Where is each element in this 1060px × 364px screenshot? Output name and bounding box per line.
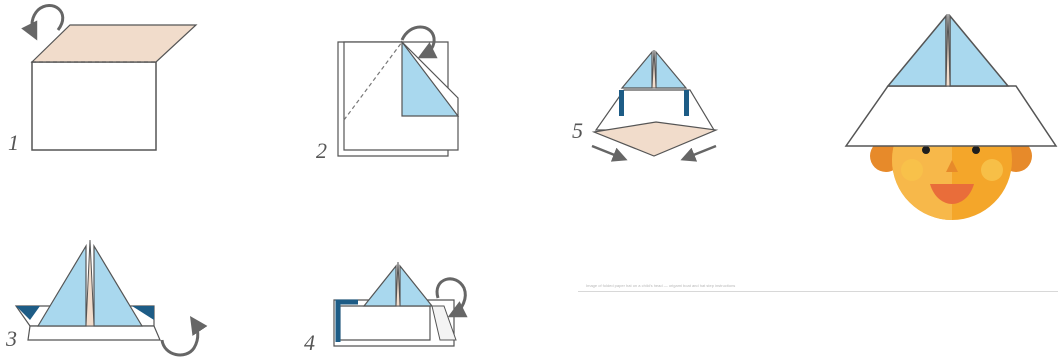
step-5-left-dark-band bbox=[619, 90, 624, 116]
step-4-paper bbox=[340, 306, 430, 340]
hat-left-triangle bbox=[888, 16, 946, 86]
step-3-back-brim bbox=[28, 326, 160, 340]
step-3: 3 bbox=[5, 240, 198, 355]
straight-arrow-icon bbox=[592, 146, 622, 158]
step-4-left-triangle bbox=[364, 266, 396, 306]
child-wearing-hat bbox=[846, 14, 1056, 220]
step-5: 5 bbox=[572, 50, 716, 158]
straight-arrow-icon bbox=[686, 146, 716, 158]
step-4-number: 4 bbox=[304, 330, 315, 355]
step-3-center-strip bbox=[86, 240, 94, 326]
caption-divider bbox=[578, 291, 1058, 292]
step-1-paper bbox=[32, 62, 156, 150]
step-4-right-triangle bbox=[400, 266, 432, 306]
left-eye bbox=[922, 146, 930, 154]
step-3-right-triangle bbox=[94, 246, 142, 326]
hat-right-triangle bbox=[950, 16, 1008, 86]
right-cheek bbox=[981, 159, 1003, 181]
step-1-folded-flap bbox=[32, 25, 196, 62]
curved-arrow-icon bbox=[32, 6, 63, 34]
step-1-number: 1 bbox=[8, 130, 19, 155]
step-5-number: 5 bbox=[572, 118, 583, 143]
step-5-right-dark-band bbox=[684, 90, 689, 116]
hat-brim bbox=[846, 86, 1056, 146]
step-2-number: 2 bbox=[316, 138, 327, 163]
step-5-left-triangle bbox=[622, 52, 652, 88]
step-2: 2 bbox=[316, 27, 458, 163]
curved-arrow-icon bbox=[162, 322, 198, 355]
step-3-number: 3 bbox=[5, 326, 17, 351]
left-cheek bbox=[901, 159, 923, 181]
step-4: 4 bbox=[304, 262, 465, 355]
image-caption: Image of folded paper hat on a child's h… bbox=[586, 283, 886, 288]
step-3-left-triangle bbox=[38, 246, 86, 326]
right-eye bbox=[972, 146, 980, 154]
step-5-right-triangle bbox=[656, 52, 686, 88]
step-1: 1 bbox=[8, 6, 196, 155]
